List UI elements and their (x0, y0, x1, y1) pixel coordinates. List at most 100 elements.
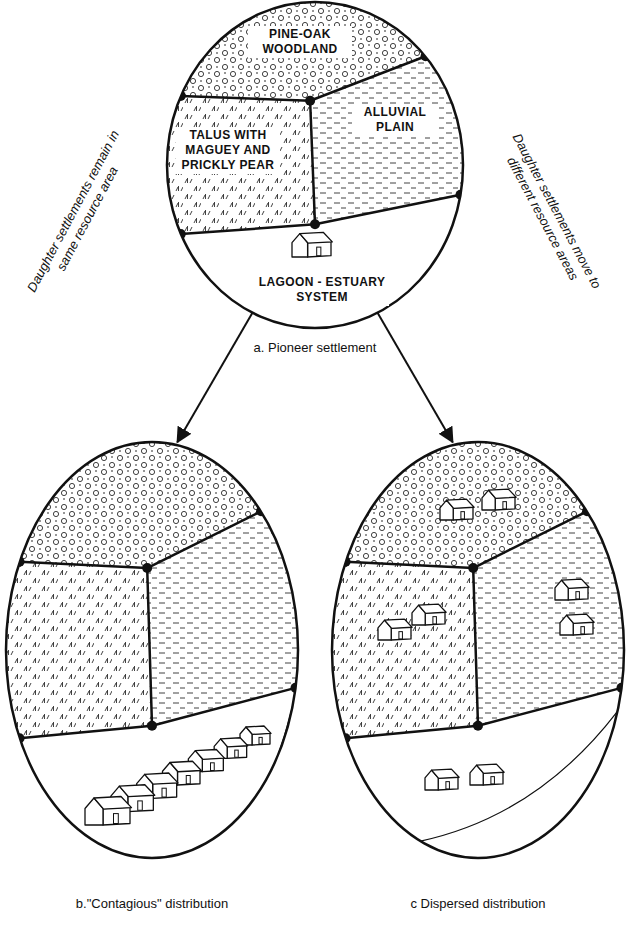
region-boundary (346, 726, 478, 738)
house-door (491, 777, 495, 784)
house-door (503, 502, 507, 509)
house-roof (419, 604, 447, 613)
region-name: LAGOON - ESTUARY SYSTEM (255, 274, 389, 306)
region-label: PINE-OAK WOODLAND (248, 26, 352, 58)
house-roof (432, 769, 460, 778)
region-label: LAGOON - ESTUARY SYSTEM (255, 274, 389, 306)
house-door (114, 814, 119, 824)
houses (292, 232, 332, 257)
oval-outline (6, 442, 298, 858)
region-name: ALLUVIAL PLAIN (352, 104, 438, 136)
house-icon (85, 797, 132, 826)
boundary-wedge (147, 721, 157, 731)
connector-arrow (177, 313, 252, 442)
house-door (211, 763, 215, 771)
house-roof (221, 738, 248, 747)
boundary-wedge (468, 563, 478, 573)
talus-region (123, 95, 315, 235)
oval-regions (0, 380, 342, 921)
boundary-wedge (310, 219, 320, 229)
region-boundary (147, 511, 261, 568)
house-roof (489, 489, 516, 498)
house-door (399, 632, 403, 639)
house-roof (447, 499, 475, 508)
alluvial-region (473, 494, 629, 726)
house-icon (470, 764, 504, 785)
house-wall (128, 795, 153, 812)
shoreline (420, 712, 617, 841)
region-boundary (315, 195, 460, 225)
house-door (162, 788, 166, 797)
panel-caption: a. Pioneer settlement (254, 340, 377, 356)
shoreline (196, 702, 294, 852)
house-icon (560, 614, 594, 635)
house-door (576, 592, 580, 599)
house-icon (412, 604, 446, 625)
region-label: TALUS WITH MAGUEY AND PRICKLY PEAR (176, 127, 280, 174)
house-door (235, 750, 238, 757)
lagoon-region (288, 688, 629, 921)
resource-oval: c Dispersed distribution (330, 440, 626, 860)
talus-region (288, 561, 478, 740)
house-wall (308, 241, 331, 257)
house-icon (378, 619, 412, 640)
house-wall (153, 782, 177, 798)
oval-outline (167, 2, 463, 328)
edge-label: Daughter settlements move to different r… (484, 113, 613, 318)
house-icon (292, 232, 332, 257)
houses (85, 726, 271, 825)
house-roof (385, 619, 413, 628)
region-boundary (181, 224, 315, 234)
house-roof (145, 773, 178, 784)
house-door (138, 801, 143, 810)
house-wall (103, 807, 130, 825)
house-roof (477, 764, 505, 773)
boundary-wedge (305, 96, 315, 106)
woodland-region (0, 380, 342, 568)
house-roof (195, 750, 224, 760)
region-name: PINE-OAK WOODLAND (248, 26, 352, 58)
house-door (433, 617, 437, 624)
house-roof (246, 726, 271, 734)
lagoon-region (0, 688, 342, 921)
region-boundary (181, 96, 310, 101)
house-door (581, 627, 585, 634)
house-door (446, 782, 450, 789)
oval-illustration (330, 440, 626, 860)
boundary-wedge (142, 563, 152, 573)
edge-label: Daughter settlements remain in same reso… (15, 113, 144, 318)
region-boundary (147, 568, 152, 726)
houses (378, 489, 594, 790)
house-roof (562, 579, 590, 588)
region-boundary (20, 562, 148, 568)
panel-caption: c Dispersed distribution (410, 896, 545, 912)
region-boundary (473, 568, 478, 726)
region-boundary (473, 511, 587, 568)
region-boundary (478, 688, 622, 726)
house-icon (425, 769, 459, 790)
house-roof (94, 797, 132, 810)
region-name: TALUS WITH MAGUEY AND PRICKLY PEAR (176, 127, 280, 174)
house-icon (555, 579, 589, 600)
house-roof (119, 785, 154, 797)
oval-regions (123, 0, 508, 377)
woodland-region (123, 0, 508, 101)
house-icon (440, 499, 474, 520)
region-boundary (310, 101, 315, 225)
connector-arrow (378, 313, 453, 442)
house-wall (178, 770, 201, 785)
alluvial-region (147, 494, 342, 726)
house-door (186, 776, 190, 784)
region-boundary (310, 56, 425, 100)
boundary-wedge (473, 721, 483, 731)
oval-illustration (4, 440, 300, 860)
oval-regions (288, 380, 629, 921)
region-label: ALLUVIAL PLAIN (352, 104, 438, 136)
house-door (259, 737, 262, 744)
house-roof (300, 232, 333, 243)
house-door (317, 247, 321, 256)
house-roof (170, 761, 201, 772)
alluvial-region (310, 43, 507, 225)
region-boundary (20, 726, 152, 738)
lagoon-region (123, 195, 508, 377)
